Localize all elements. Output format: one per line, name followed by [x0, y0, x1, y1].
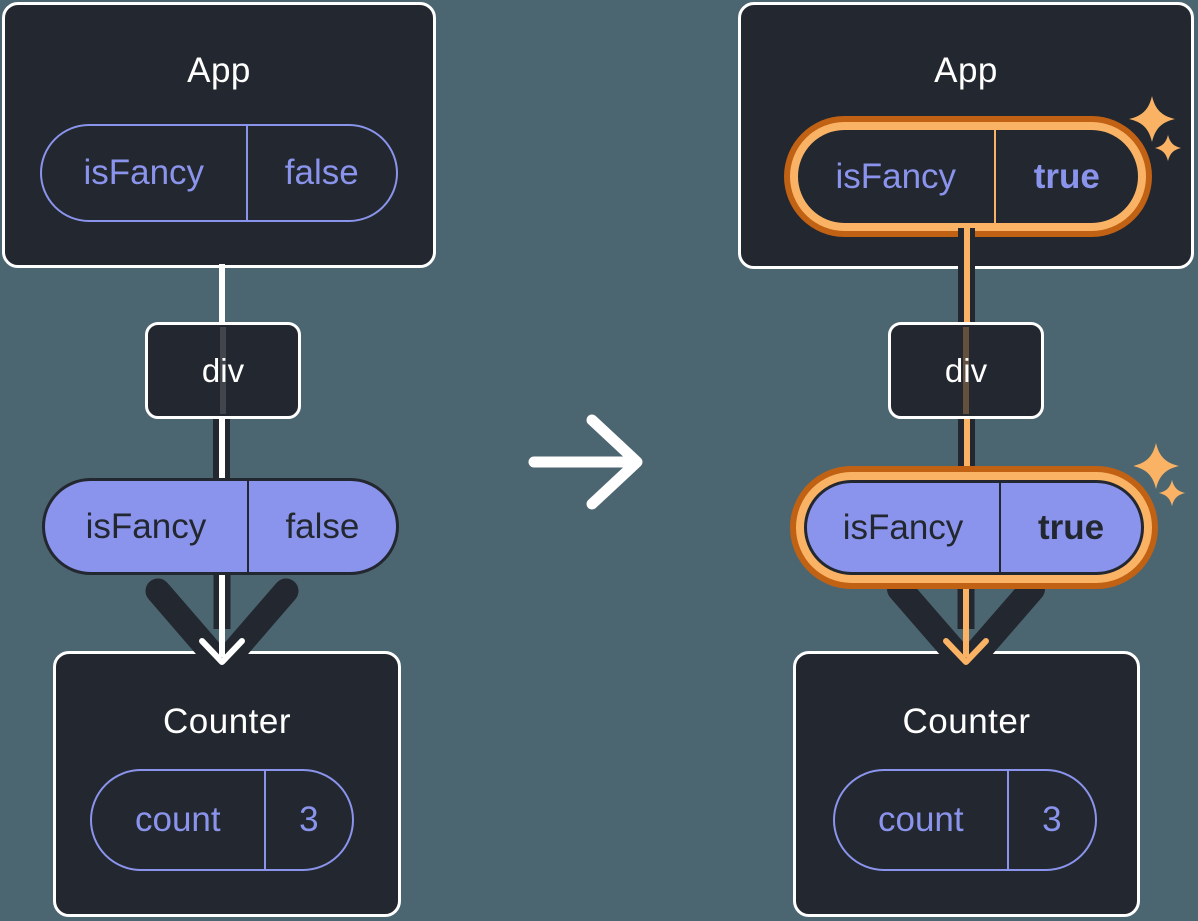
counter-state-pill-after: count 3	[833, 769, 1097, 871]
prop-key-label: isFancy	[842, 507, 964, 547]
app-state-pill-before: isFancy false	[40, 124, 398, 222]
div-card-before: div	[145, 322, 301, 419]
prop-pill-before: isFancy false	[42, 478, 399, 575]
prop-key-label: isFancy	[85, 506, 207, 546]
counter-card-before: Counter count 3	[53, 651, 401, 917]
pass-through-line	[963, 327, 969, 414]
div-card-after: div	[888, 322, 1044, 419]
state-value-label: true	[993, 130, 1139, 223]
connector-app-to-div-core	[964, 228, 970, 325]
app-card-before: App isFancy false	[2, 2, 436, 268]
counter-card-after: Counter count 3	[793, 651, 1140, 917]
pass-through-line	[220, 327, 226, 414]
state-key-label: count	[134, 800, 221, 839]
connector-div-to-prop-core	[964, 417, 970, 481]
sparkles-icon	[1134, 443, 1186, 507]
div-label: div	[201, 351, 245, 389]
prop-pill-after-highlighted: isFancy true	[804, 480, 1144, 575]
counter-state-pill-before: count 3	[90, 769, 354, 871]
prop-value-label: false	[246, 481, 396, 572]
app-title: App	[187, 51, 251, 90]
state-value-label: 3	[1006, 771, 1095, 869]
connector-div-to-prop-core	[219, 417, 225, 481]
arrow-right-icon	[528, 414, 643, 510]
div-label: div	[944, 351, 988, 389]
app-title: App	[934, 51, 998, 90]
counter-title: Counter	[162, 702, 292, 741]
connector-app-to-div	[219, 264, 225, 325]
counter-title: Counter	[902, 702, 1031, 741]
app-state-pill-after-highlighted: isFancy true	[790, 122, 1146, 231]
prop-value-label: true	[999, 483, 1141, 572]
sparkles-icon	[1129, 96, 1182, 162]
state-key-label: isFancy	[835, 156, 957, 196]
app-card-after: App isFancy true	[738, 2, 1194, 269]
state-value-label: 3	[263, 771, 352, 869]
state-key-label: isFancy	[83, 153, 205, 192]
state-key-label: count	[877, 800, 964, 839]
down-arrow-icon	[145, 573, 299, 678]
down-arrow-icon	[887, 573, 1045, 678]
state-value-label: false	[245, 126, 396, 220]
